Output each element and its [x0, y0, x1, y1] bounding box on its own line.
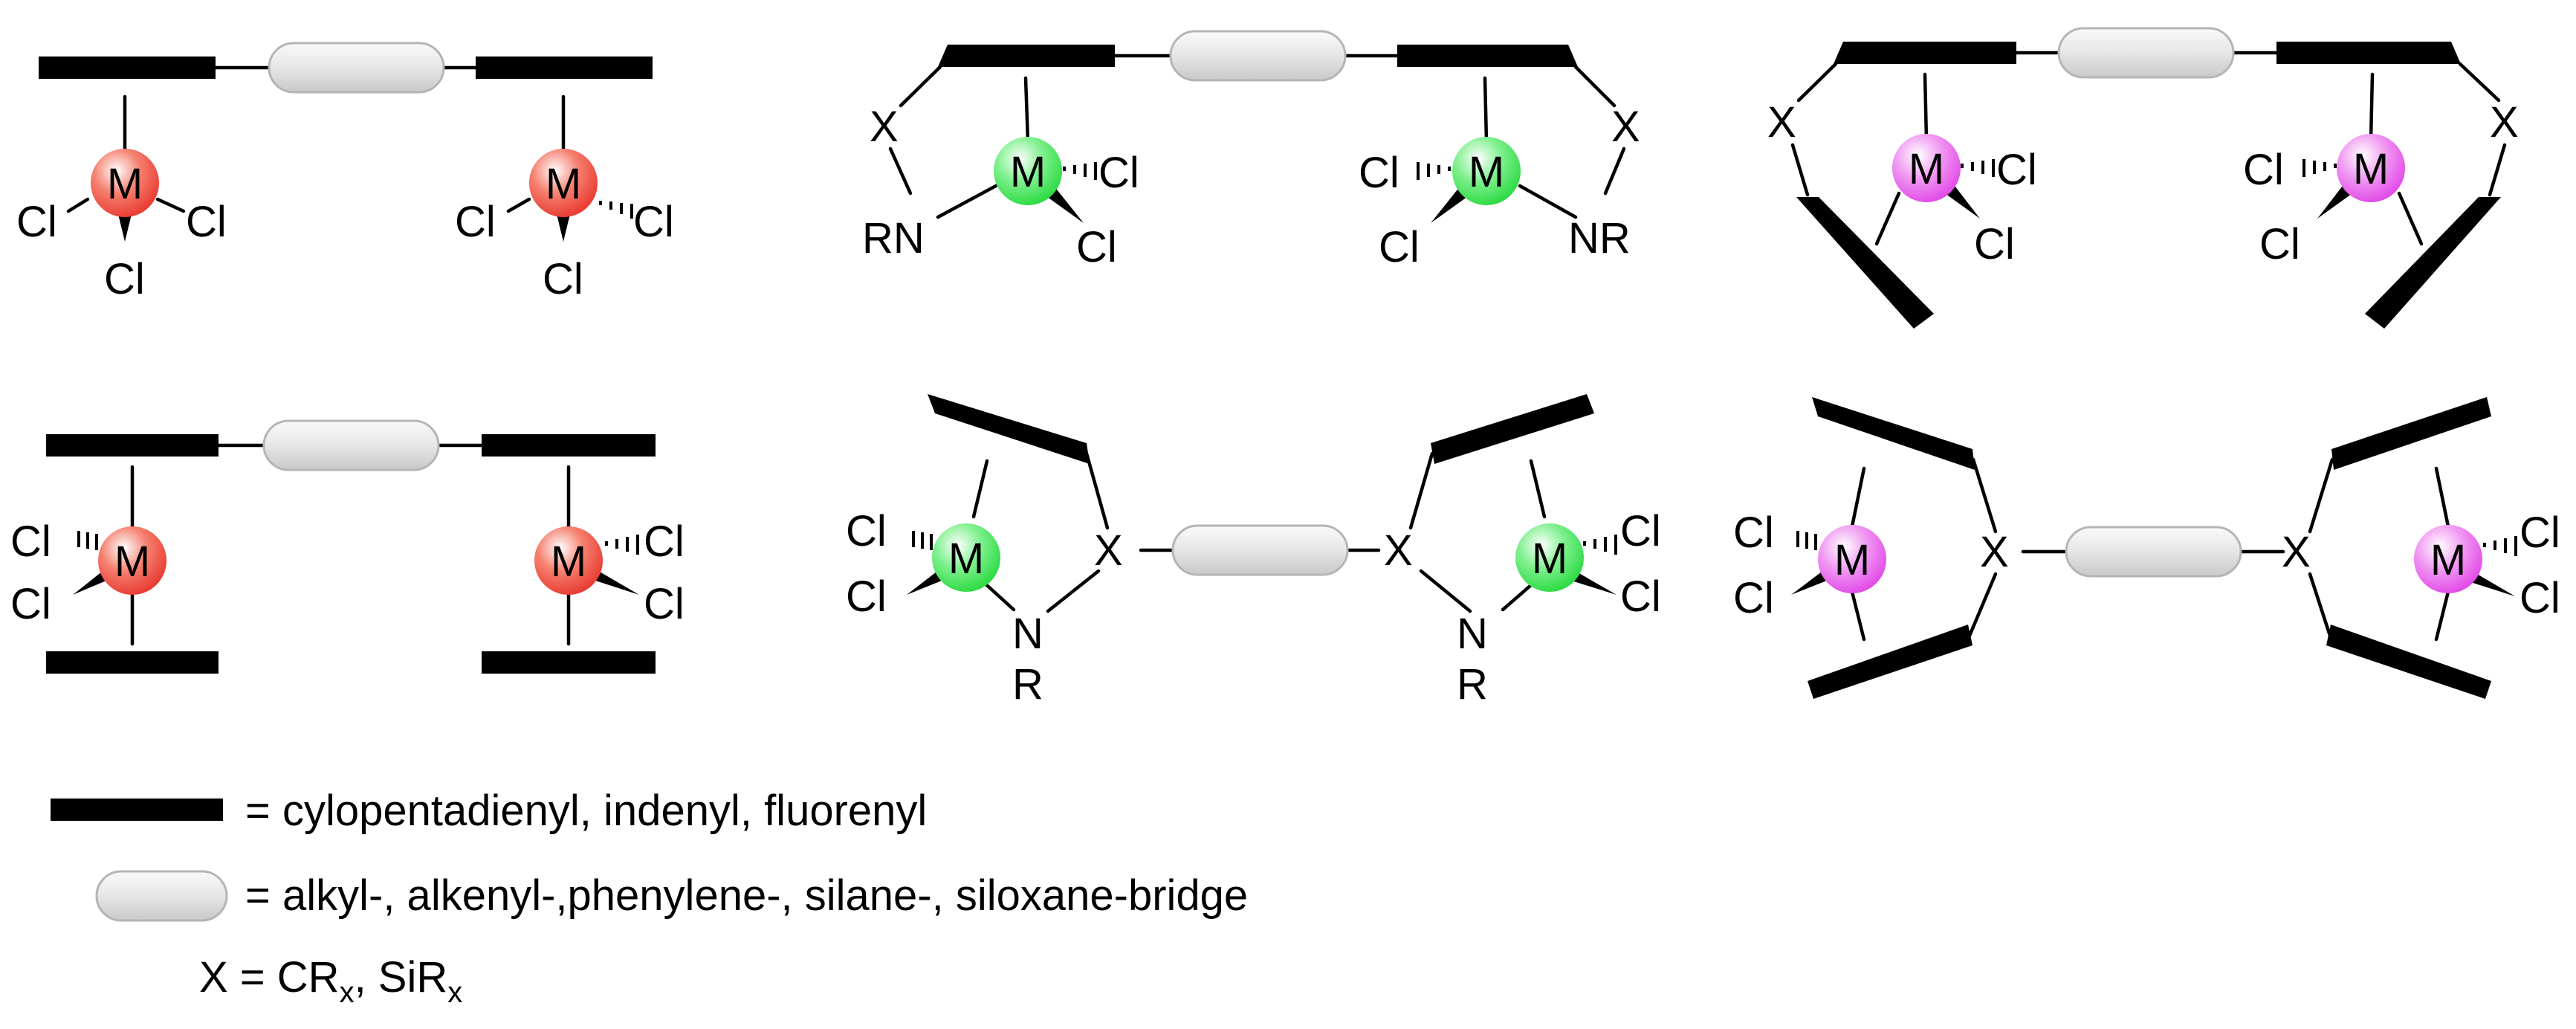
metal-label: M	[2353, 145, 2389, 193]
metal-center-red	[98, 526, 166, 595]
chloride-label: Cl	[846, 507, 887, 555]
metal-center-red	[91, 149, 159, 217]
metal-center-green	[994, 137, 1062, 205]
bridged-ansa-metallocene-dimer-x-linked: M Cl Cl X M Cl Cl X	[1733, 397, 2560, 699]
chloride-label: Cl	[16, 198, 57, 246]
amido-label: NR	[1568, 214, 1631, 262]
metal-center-green	[1452, 137, 1521, 205]
chloride-label: Cl	[543, 255, 583, 303]
bridge-pill	[262, 419, 440, 471]
nitrogen-label: N	[1012, 610, 1043, 658]
nitrogen-label: N	[1457, 610, 1488, 658]
metal-center-red	[529, 149, 598, 217]
chloride-label: Cl	[186, 198, 227, 246]
chloride-label: Cl	[1733, 574, 1774, 622]
metal-label: M	[1834, 536, 1870, 584]
bridge-atom-label: X	[2282, 528, 2311, 576]
chloride-label: Cl	[1076, 223, 1117, 271]
legend-x-definition: X = CRx, SiRx	[199, 953, 462, 1009]
metal-center-red	[534, 526, 603, 595]
chloride-label: Cl	[455, 198, 496, 246]
bridge-pill	[1171, 524, 1349, 576]
chloride-label: Cl	[104, 255, 145, 303]
metal-label: M	[1469, 148, 1504, 196]
chloride-label: Cl	[1620, 507, 1661, 555]
bridge-pill	[2057, 27, 2235, 79]
cp-ring-bar	[476, 57, 653, 79]
chloride-label: Cl	[10, 580, 51, 628]
metal-center-magenta	[1892, 134, 1961, 202]
bridge-atom-label: X	[870, 103, 899, 151]
legend: = cylopentadienyl, indenyl, fluorenyl = …	[51, 787, 1248, 1009]
cp-ring-bar	[482, 651, 656, 674]
chloride-label: Cl	[633, 198, 674, 246]
legend-ring-swatch	[51, 799, 223, 821]
metal-center-green	[1515, 523, 1584, 592]
bridge-atom-label: X	[1094, 526, 1123, 575]
metal-label: M	[551, 538, 586, 586]
bridge-atom-label: X	[1767, 98, 1796, 146]
legend-bridge-swatch	[95, 870, 228, 922]
bridged-ansa-metallocene-dimer-ring-linked: M X Cl Cl M X Cl Cl	[1767, 27, 2519, 329]
bridge-pill	[268, 42, 445, 94]
r-group-label: R	[1012, 660, 1043, 709]
chloride-label: Cl	[2520, 509, 2560, 557]
r-group-label: R	[1457, 660, 1488, 709]
chloride-label: Cl	[1996, 146, 2037, 194]
cp-ring-bar	[46, 651, 219, 674]
chloride-label: Cl	[644, 580, 685, 628]
bridge-pill	[2065, 526, 2242, 578]
bridged-metallocene-dichloride-dimer: M Cl Cl M Cl Cl	[10, 419, 685, 674]
bridged-constrained-geometry-dimer-x-linked: M X N R Cl Cl M X N R Cl Cl	[846, 394, 1661, 709]
chloride-label: Cl	[1359, 149, 1399, 197]
metal-center-magenta	[1818, 525, 1886, 593]
legend-ring-text: = cylopentadienyl, indenyl, fluorenyl	[245, 787, 927, 835]
chloride-label: Cl	[644, 517, 685, 566]
metal-center-magenta	[2337, 134, 2405, 202]
metal-label: M	[1909, 145, 1944, 193]
chloride-label: Cl	[2520, 574, 2560, 622]
bridge-atom-label: X	[2490, 98, 2519, 146]
chloride-label: Cl	[2243, 146, 2284, 194]
bridged-half-sandwich-trichloride-dimer: M Cl Cl Cl M Cl Cl Cl	[16, 42, 674, 303]
metal-center-magenta	[2414, 525, 2482, 593]
bridge-pill	[1169, 30, 1347, 82]
metal-label: M	[107, 160, 143, 208]
bridge-atom-label: X	[1384, 526, 1413, 575]
bridge-atom-label: X	[1611, 103, 1640, 151]
legend-bridge-text: = alkyl-, alkenyl-,phenylene-, silane-, …	[245, 871, 1248, 920]
bridged-constrained-geometry-dimer-ring-linked: M X RN Cl Cl M X NR Cl Cl	[862, 30, 1640, 271]
metal-label: M	[948, 535, 984, 583]
chloride-label: Cl	[1098, 149, 1139, 197]
metal-label: M	[546, 160, 581, 208]
chloride-label: Cl	[1379, 223, 1420, 271]
metal-label: M	[1010, 148, 1046, 196]
cp-ring-bar	[39, 57, 216, 79]
chloride-label: Cl	[1620, 572, 1661, 621]
chloride-label: Cl	[1733, 509, 1774, 557]
metal-label: M	[114, 538, 150, 586]
chloride-label: Cl	[10, 517, 51, 566]
chloride-label: Cl	[2259, 220, 2300, 268]
amido-label: RN	[862, 214, 925, 262]
chloride-label: Cl	[1974, 220, 2015, 268]
cp-ring-bar	[482, 434, 656, 457]
cp-ring-bar	[46, 434, 219, 457]
chloride-label: Cl	[846, 572, 887, 621]
bridge-atom-label: X	[1980, 528, 2009, 576]
metal-label: M	[2430, 536, 2466, 584]
metal-label: M	[1532, 535, 1567, 583]
metal-center-green	[932, 523, 1000, 592]
